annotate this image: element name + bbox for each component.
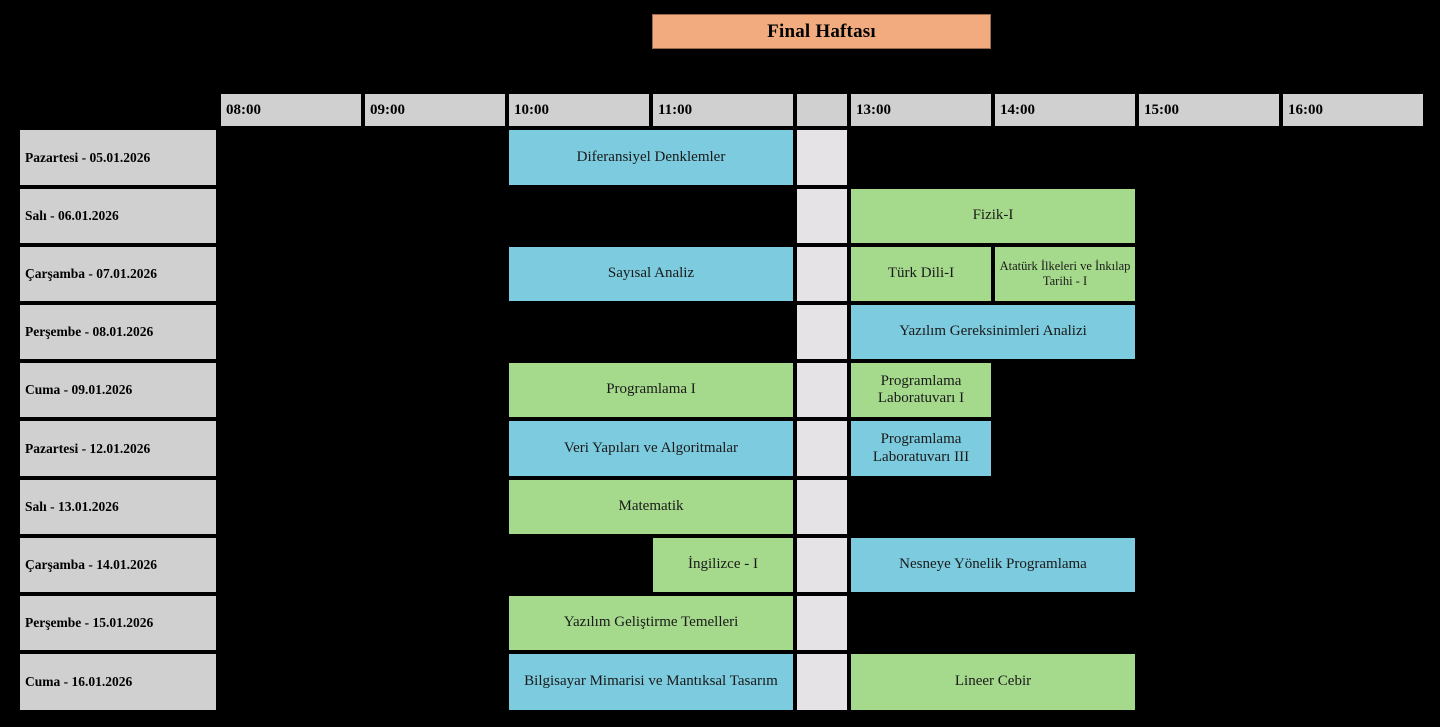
time-header-cell-1000: 10:00 [507,92,651,128]
exam-course-name: Sayısal Analiz [607,265,695,282]
exam-course-name: Diferansiyel Denklemler [576,148,726,165]
exam-block[interactable]: Türk Dili-I [849,245,993,303]
exam-block[interactable]: Bilgisayar Mimarisi ve Mantıksal Tasarım [507,652,795,712]
exam-block[interactable]: Matematik [507,478,795,536]
schedule-row: Çarşamba - 07.01.2026 Sayısal Analiz Türk … [18,245,1425,303]
exam-block[interactable]: Veri Yapıları ve Algoritmalar [507,419,795,478]
day-label-cell: Pazartesi - 05.01.2026 [18,128,218,187]
day-label-cell: Çarşamba - 07.01.2026 [18,245,218,303]
exam-block[interactable]: Atatürk İlkeleri ve İnkılap Tarihi - I [993,245,1137,303]
exam-course-name: Veri Yapıları ve Algoritmalar [563,439,739,456]
lunch-break-cell [795,536,849,594]
day-label: Perşembe - 08.01.2026 [25,324,154,339]
day-label-cell: Perşembe - 15.01.2026 [18,594,218,652]
day-label: Cuma - 16.01.2026 [25,674,133,689]
time-header-cell-1500: 15:00 [1137,92,1281,128]
lunch-break-cell [795,245,849,303]
time-label: 10:00 [514,101,549,118]
exam-course-name: Programlama Laboratuvarı I [877,372,965,406]
day-label: Çarşamba - 07.01.2026 [25,266,157,281]
exam-block[interactable]: Programlama Laboratuvarı I [849,361,993,419]
exam-block[interactable]: Sayısal Analiz [507,245,795,303]
lunch-break-cell [795,361,849,419]
time-header-cell-1400: 14:00 [993,92,1137,128]
time-header-cell-1100: 11:00 [651,92,795,128]
time-header-cell-0900: 09:00 [363,92,507,128]
day-label: Çarşamba - 14.01.2026 [25,557,157,572]
exam-course-name: Lineer Cebir [954,673,1032,690]
final-week-banner: Final Haftası [652,14,991,49]
time-label: 08:00 [226,101,261,118]
exam-block[interactable]: Programlama I [507,361,795,419]
time-header-cell-break [795,92,849,128]
day-label-cell: Salı - 06.01.2026 [18,187,218,245]
time-header-cell-1300: 13:00 [849,92,993,128]
schedule-row: Perşembe - 08.01.2026 Yazılım Gereksiniml… [18,303,1425,361]
schedule-row: Cuma - 16.01.2026 Bilgisayar Mimarisi ve … [18,652,1425,712]
schedule-row: Pazartesi - 05.01.2026 Diferansiyel Denkl… [18,128,1425,187]
day-label: Perşembe - 15.01.2026 [25,615,154,630]
day-label: Salı - 13.01.2026 [25,499,119,514]
schedule-row: Cuma - 09.01.2026 Programlama I Programlam… [18,361,1425,419]
exam-block[interactable]: Fizik-I [849,187,1137,245]
exam-block[interactable]: Diferansiyel Denklemler [507,128,795,187]
day-label: Pazartesi - 05.01.2026 [25,149,151,165]
time-header-cell-1600: 16:00 [1281,92,1425,128]
exam-course-name: Atatürk İlkeleri ve İnkılap Tarihi - I [999,259,1131,288]
exam-block[interactable]: Nesneye Yönelik Programlama [849,536,1137,594]
exam-block[interactable]: İngilizce - I [651,536,795,594]
lunch-break-cell [795,594,849,652]
schedule-row: Perşembe - 15.01.2026 Yazılım Geliştirme … [18,594,1425,652]
lunch-break-cell [795,478,849,536]
day-label-cell: Salı - 13.01.2026 [18,478,218,536]
page-title: Final Haftası [767,20,876,42]
time-label: 09:00 [370,101,405,118]
day-label-cell: Perşembe - 08.01.2026 [18,303,218,361]
time-label: 11:00 [658,101,693,118]
day-label: Pazartesi - 12.01.2026 [25,440,151,456]
exam-course-name: Matematik [618,498,684,515]
exam-block[interactable]: Yazılım Geliştirme Temelleri [507,594,795,652]
exam-course-name: Programlama I [606,381,696,398]
exam-block[interactable]: Programlama Laboratuvarı III [849,419,993,478]
exam-course-name: İngilizce - I [688,556,758,573]
exam-course-name: Fizik-I [972,207,1014,224]
time-header-row: 08:00 09:00 10:00 11:00 13:00 14:00 15:00 16:00 [219,92,1425,128]
exam-course-name: Nesneye Yönelik Programlama [899,556,1087,573]
schedule-row: Salı - 13.01.2026 Matematik [18,478,1425,536]
lunch-break-cell [795,419,849,478]
time-label: 14:00 [1000,101,1035,118]
lunch-break-cell [795,187,849,245]
day-label-cell: Pazartesi - 12.01.2026 [18,419,218,478]
time-label: 15:00 [1144,101,1179,118]
exam-course-name: Yazılım Geliştirme Temelleri [563,614,739,631]
lunch-break-cell [795,652,849,712]
schedule-row: Salı - 06.01.2026 Fizik-I [18,187,1425,245]
schedule-row: Çarşamba - 14.01.2026 İngilizce - I Nesney… [18,536,1425,594]
time-header-cell-0800: 08:00 [219,92,363,128]
exam-block[interactable]: Yazılım Gereksinimleri Analizi [849,303,1137,361]
lunch-break-cell [795,128,849,187]
day-label-cell: Cuma - 09.01.2026 [18,361,218,419]
day-label: Cuma - 09.01.2026 [25,382,133,397]
time-label: 16:00 [1288,101,1323,118]
exam-course-name: Türk Dili-I [887,265,955,282]
exam-block[interactable]: Lineer Cebir [849,652,1137,712]
exam-course-name: Bilgisayar Mimarisi ve Mantıksal Tasarım [524,673,778,690]
lunch-break-cell [795,303,849,361]
day-label-cell: Cuma - 16.01.2026 [18,652,218,712]
schedule-row: Pazartesi - 12.01.2026 Veri Yapıları ve A… [18,419,1425,478]
time-label: 13:00 [856,101,891,118]
day-label-cell: Çarşamba - 14.01.2026 [18,536,218,594]
exam-course-name: Programlama Laboratuvarı III [872,431,970,465]
day-label: Salı - 06.01.2026 [25,208,119,223]
exam-course-name: Yazılım Gereksinimleri Analizi [899,323,1087,340]
